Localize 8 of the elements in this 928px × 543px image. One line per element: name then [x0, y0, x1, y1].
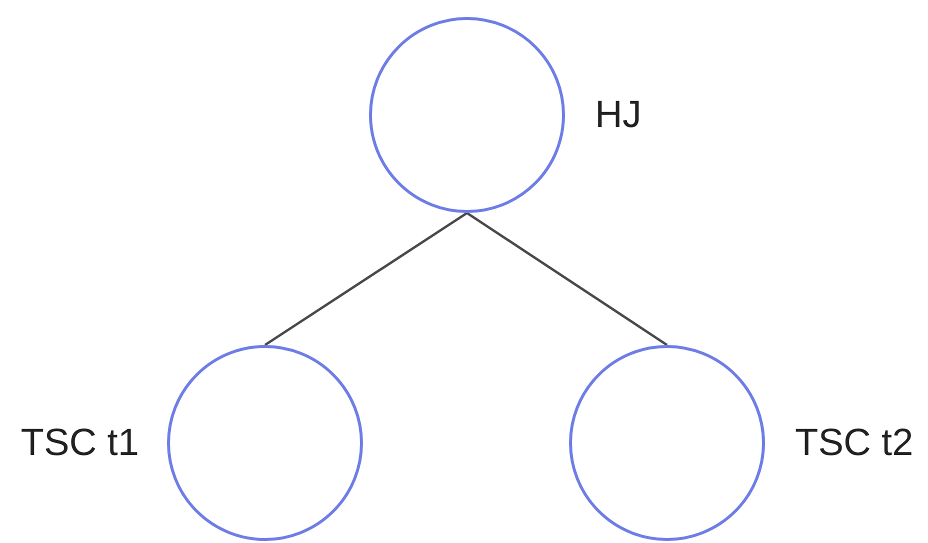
circle-node: [167, 345, 363, 541]
circle-node: [369, 17, 565, 213]
node-label: TSC t2: [795, 424, 914, 462]
node-label: TSC t1: [20, 424, 139, 462]
node-label: HJ: [595, 96, 642, 134]
connector-line: [264, 212, 468, 346]
connector-line: [466, 212, 668, 346]
circle-node: [569, 345, 765, 541]
